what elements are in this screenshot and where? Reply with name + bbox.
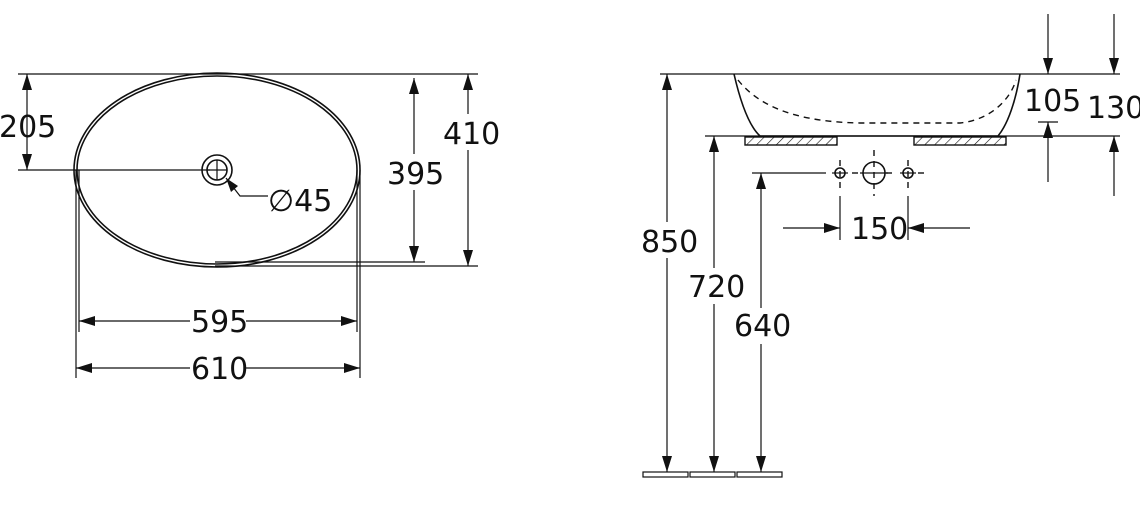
dim-130-label: 130	[1087, 91, 1140, 126]
drain-diameter-label: ∅45	[268, 184, 332, 219]
side-view: 150 105 130 850 720	[641, 14, 1140, 478]
tap-holes	[832, 150, 916, 196]
floor-tiles	[642, 471, 783, 478]
dim-410-label: 410	[443, 117, 500, 152]
dim-850-label: 850	[641, 225, 698, 260]
dim-395-label: 395	[387, 157, 444, 192]
plan-view: 205 395 410 595 610 ∅45	[0, 72, 500, 387]
dim-720-label: 720	[688, 270, 745, 305]
dim-640-label: 640	[734, 309, 791, 344]
basin-side-profile	[733, 73, 1021, 137]
dim-150-label: 150	[851, 212, 908, 247]
dim-205-label: 205	[0, 110, 56, 145]
dim-610-label: 610	[191, 352, 248, 387]
dim-105-label: 105	[1024, 84, 1081, 119]
dim-595-label: 595	[191, 305, 248, 340]
